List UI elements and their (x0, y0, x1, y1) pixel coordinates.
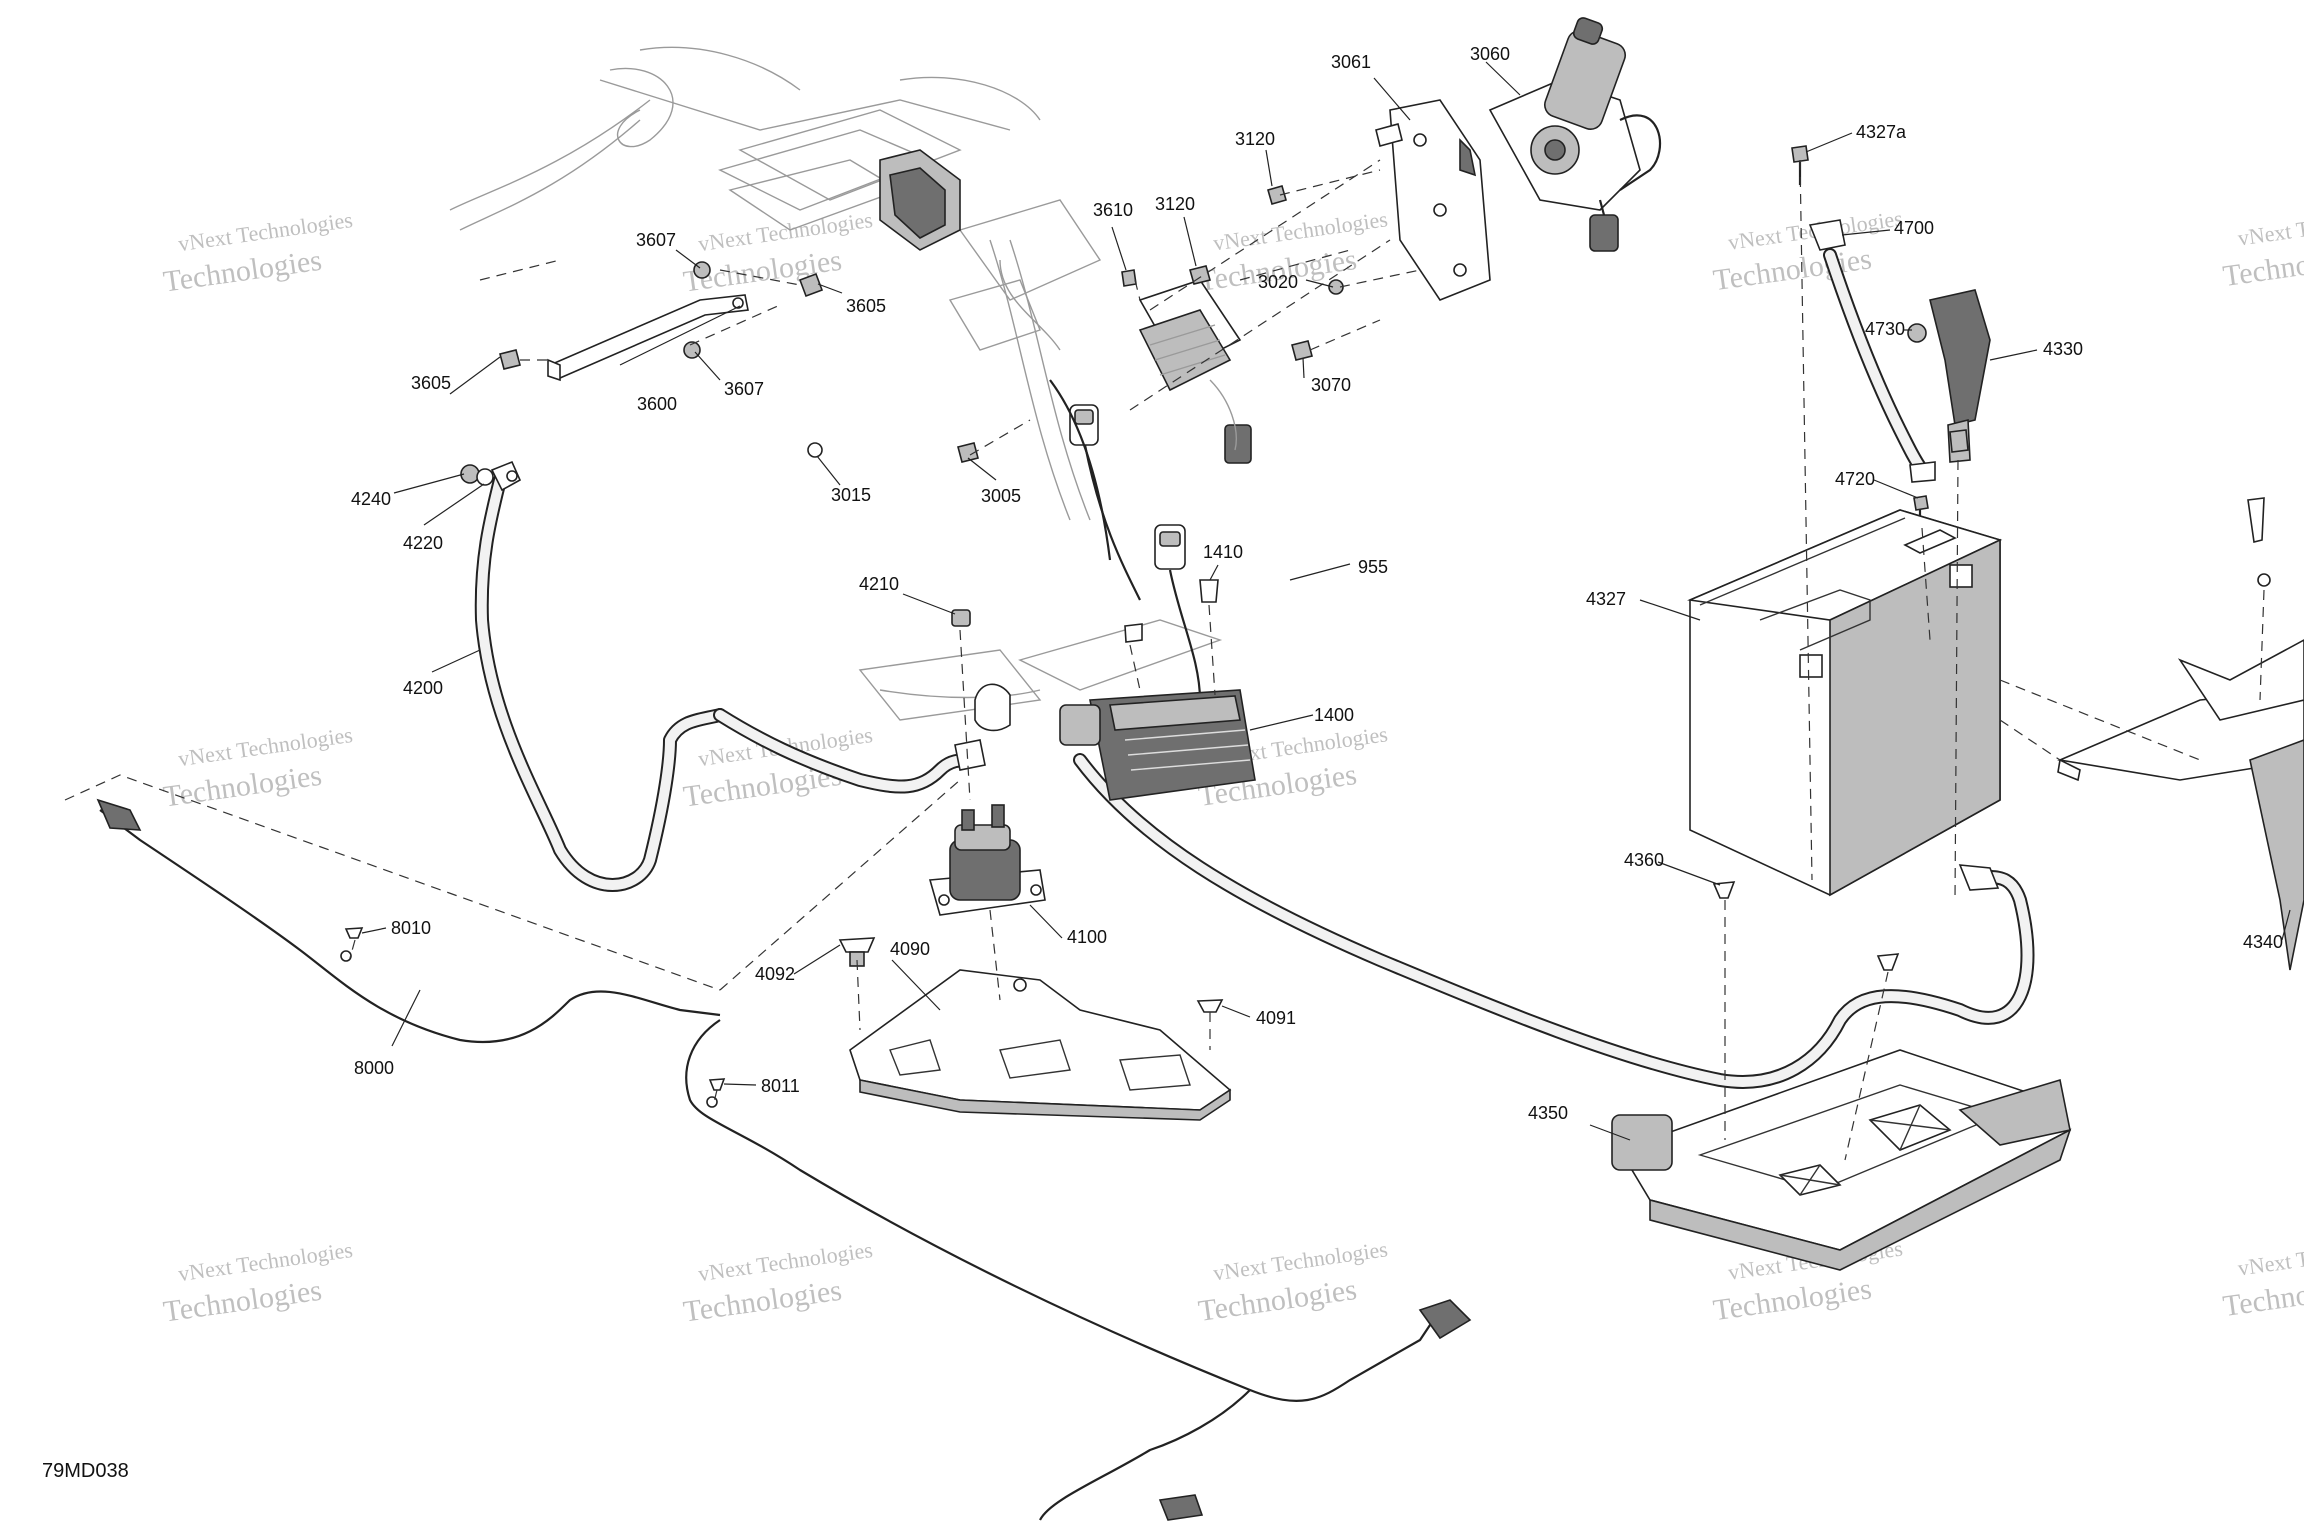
fasteners (344, 145, 2271, 1091)
drawing-code: 79MD038 (42, 1460, 129, 1482)
part-label: 3005 (981, 486, 1021, 506)
part-label: 4700 (1894, 218, 1934, 238)
part-label: 4090 (890, 939, 930, 959)
part-label: 3120 (1235, 129, 1275, 149)
actuator-assembly (1389, 17, 1662, 301)
battery-cable-4200 (474, 460, 727, 892)
part-label: 4730 (1865, 319, 1905, 339)
part-label: 3605 (846, 296, 886, 316)
mount-plate-4090 (849, 969, 1232, 1121)
part-label: 3060 (1470, 44, 1510, 64)
part-label: 1410 (1203, 542, 1243, 562)
bracket-4340 (2057, 639, 2304, 971)
battery-4327 (1687, 509, 2003, 897)
watermark-line1: vNext Technologies (177, 722, 355, 771)
part-label: 3605 (411, 373, 451, 393)
watermark-line1: vNext Technologies (697, 207, 875, 256)
part-label: 4092 (755, 964, 795, 984)
part-label: 4360 (1624, 850, 1664, 870)
assembly-dash-lines (64, 159, 2265, 1161)
strap-4700 (1808, 219, 1936, 483)
watermark-line1: vNext Technologies (177, 1237, 355, 1286)
leader-lines (361, 61, 2291, 1141)
part-label: 955 (1358, 557, 1388, 577)
part-label: 3015 (831, 485, 871, 505)
watermark-line1: vNext Technologies (1212, 1236, 1390, 1285)
watermark-line1: vNext Technologies (177, 207, 355, 256)
part-label: 3607 (636, 230, 676, 250)
part-label: 4330 (2043, 339, 2083, 359)
part-label: 3020 (1258, 272, 1298, 292)
part-label: 4100 (1067, 927, 1107, 947)
part-label: 3600 (637, 394, 677, 414)
part-label: 8011 (761, 1076, 800, 1096)
main-harness (1073, 753, 2035, 1089)
part-label: 8010 (391, 918, 431, 938)
part-label: 4200 (403, 678, 443, 698)
harness-connectors (1049, 379, 1202, 701)
part-label: 4240 (351, 489, 391, 509)
part-label: 4720 (1835, 469, 1875, 489)
vehicle-frame-ghost (449, 46, 1223, 721)
part-label: 4350 (1528, 1103, 1568, 1123)
watermark-line1: vNext Technologies (1212, 206, 1390, 255)
part-label: 3120 (1155, 194, 1195, 214)
part-label: 3607 (724, 379, 764, 399)
watermark-line1: vNext Technologies (697, 1237, 875, 1286)
part-label: 3610 (1093, 200, 1133, 220)
part-label: 4327a (1856, 122, 1907, 142)
watermark-line1: vNext Technologies (2236, 201, 2304, 250)
ground-strap-3600 (547, 123, 1403, 382)
part-label: 3070 (1311, 375, 1351, 395)
part-label: 3061 (1331, 52, 1371, 72)
part-labels: 3061 3060 3120 3120 3610 3607 3605 3605 … (351, 44, 2283, 1123)
solenoid-4100 (928, 804, 1046, 916)
part-label: 4340 (2243, 932, 2283, 952)
solenoid-cable (713, 708, 986, 794)
part-label: 4220 (403, 533, 443, 553)
part-label: 1400 (1314, 705, 1354, 725)
part-label: 8000 (354, 1058, 394, 1078)
watermark-line1: vNext Technologies (2236, 1231, 2304, 1280)
harness-8000 (96, 798, 1472, 1521)
part-label: 4327 (1586, 589, 1626, 609)
battery-tray-4350 (1611, 1049, 2072, 1271)
voltage-regulator-1400 (974, 683, 1256, 801)
fuse-box (1138, 279, 1252, 464)
part-label: 4210 (859, 574, 899, 594)
part-label: 4091 (1256, 1008, 1296, 1028)
